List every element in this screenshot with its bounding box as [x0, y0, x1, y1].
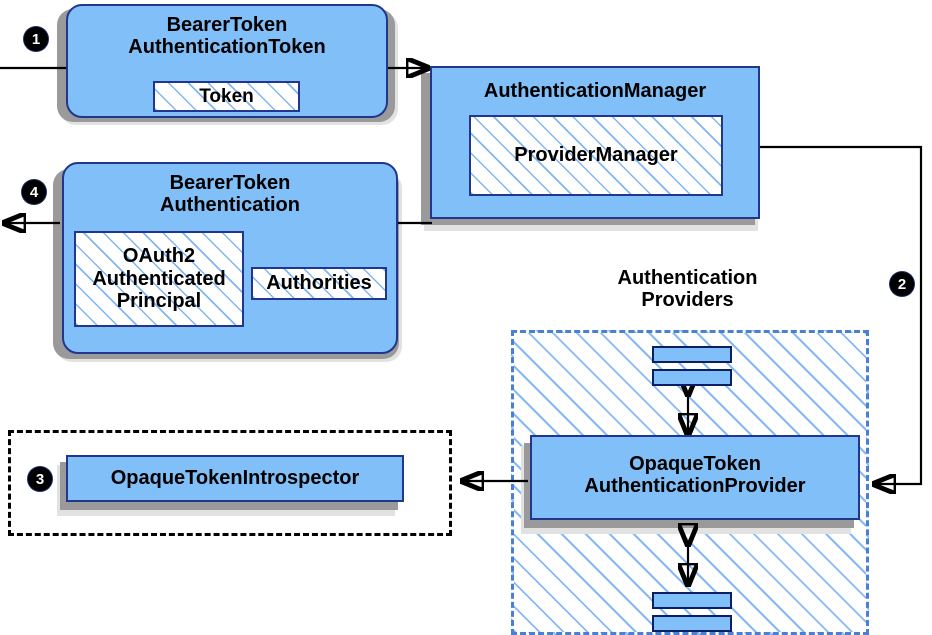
- token-label: Token: [199, 85, 254, 107]
- node-provider-manager[interactable]: ProviderManager: [469, 115, 723, 196]
- authorities-label: Authorities: [266, 272, 372, 295]
- bearer-token-authentication-line2: Authentication: [160, 194, 300, 217]
- provider-manager-label: ProviderManager: [514, 144, 678, 167]
- bearer-token-authentication-token-line1: BearerToken: [166, 14, 288, 36]
- step-4-number: 4: [29, 183, 39, 201]
- authentication-providers-line2: Providers: [641, 289, 734, 312]
- principal-line2: Authenticated: [92, 267, 226, 290]
- provider-stack-bar-top-2: [652, 369, 732, 386]
- opaque-token-authentication-provider-line2: AuthenticationProvider: [584, 475, 806, 498]
- provider-stack-bar-bottom-2: [652, 615, 732, 632]
- node-authorities[interactable]: Authorities: [251, 267, 387, 300]
- opaque-token-authentication-provider-line1: OpaqueToken: [629, 453, 761, 475]
- node-authentication-manager[interactable]: AuthenticationManager ProviderManager: [430, 66, 760, 219]
- node-opaque-token-introspector[interactable]: OpaqueTokenIntrospector: [66, 455, 404, 502]
- node-bearer-token-authentication-token[interactable]: BearerToken AuthenticationToken Token: [66, 4, 388, 118]
- step-2-number: 2: [897, 275, 907, 293]
- step-2-marker: 2: [890, 272, 914, 296]
- bearer-token-authentication-line1: BearerToken: [169, 172, 291, 194]
- provider-stack-bar-top-1: [652, 346, 732, 363]
- step-3-number: 3: [35, 470, 45, 488]
- provider-stack-bar-bottom-1: [652, 592, 732, 609]
- authentication-providers-label: Authentication Providers: [510, 267, 865, 312]
- node-oauth2-authenticated-principal[interactable]: OAuth2 Authenticated Principal: [74, 231, 244, 327]
- bearer-token-authentication-token-line2: AuthenticationToken: [128, 36, 326, 59]
- opaque-token-introspector-container: [8, 430, 452, 536]
- authentication-providers-line1: Authentication: [617, 267, 758, 289]
- step-1-number: 1: [31, 30, 41, 48]
- step-1-marker: 1: [24, 27, 48, 51]
- principal-line3: Principal: [116, 290, 202, 313]
- step-3-marker: 3: [28, 467, 52, 491]
- opaque-token-introspector-label: OpaqueTokenIntrospector: [110, 467, 360, 490]
- node-token[interactable]: Token: [153, 81, 300, 112]
- node-bearer-token-authentication[interactable]: BearerToken Authentication OAuth2 Authen…: [62, 162, 398, 354]
- principal-line1: OAuth2: [122, 245, 196, 268]
- step-4-marker: 4: [22, 180, 46, 204]
- authentication-manager-title: AuthenticationManager: [483, 80, 707, 102]
- node-opaque-token-authentication-provider[interactable]: OpaqueToken AuthenticationProvider: [530, 435, 860, 520]
